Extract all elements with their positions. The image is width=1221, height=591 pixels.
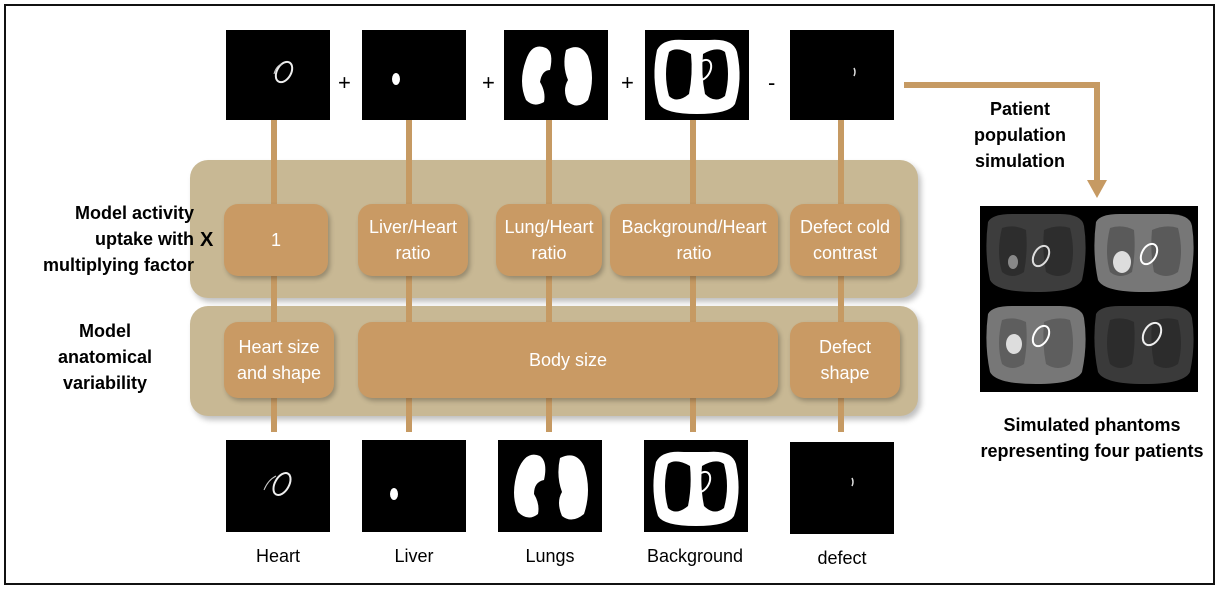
anatomy-label-heart: Heart size and shape (236, 337, 322, 383)
bottom-lungs-image (498, 440, 602, 532)
bottom-label-defect: defect (817, 548, 867, 568)
minus-operator: - (768, 70, 776, 95)
plus-operator-2: + (482, 70, 495, 95)
factor-label-liver: Liver/Heart ratio (368, 217, 458, 263)
plus-operator-3: + (621, 70, 634, 95)
multiply-symbol: X (200, 229, 214, 251)
factor-box-liver: Liver/Heart ratio (358, 204, 468, 276)
bottom-defect-image (790, 442, 894, 534)
top-liver-image (362, 30, 466, 120)
anatomy-box-body: Body size (358, 322, 778, 398)
figure-frame (4, 4, 1215, 585)
connector-horizontal (904, 82, 1100, 88)
factor-box-heart: 1 (224, 204, 328, 276)
anatomy-label-body: Body size (528, 350, 608, 370)
bottom-label-heart: Heart (255, 546, 300, 566)
top-background-image (645, 30, 749, 120)
plus-operator-1: + (338, 70, 351, 95)
factor-box-defect: Defect cold contrast (790, 204, 900, 276)
anatomy-side-label: Model anatomical variability (57, 321, 153, 393)
anatomy-box-heart: Heart size and shape (224, 322, 334, 398)
bottom-heart-image (226, 440, 330, 532)
top-lungs-image (504, 30, 608, 120)
factor-box-background: Background/Heart ratio (610, 204, 778, 276)
bottom-label-lungs: Lungs (525, 546, 575, 566)
bottom-label-liver: Liver (394, 546, 434, 566)
phantoms-grid-image (980, 206, 1198, 392)
activity-side-label: Model activity uptake with multiplying f… (42, 203, 194, 275)
top-heart-image (226, 30, 330, 120)
bottom-liver-image (362, 440, 466, 532)
factor-box-lungs: Lung/Heart ratio (496, 204, 602, 276)
connector-arrow-head (1087, 180, 1107, 198)
factor-label-heart: 1 (270, 230, 281, 250)
factor-label-defect: Defect cold contrast (799, 217, 891, 263)
anatomy-label-defect: Defect shape (818, 337, 872, 383)
top-defect-image (790, 30, 894, 120)
patient-sim-label: Patient population simulation (974, 99, 1066, 171)
connector-vertical (1094, 82, 1100, 182)
phantoms-caption: Simulated phantoms representing four pat… (980, 415, 1204, 461)
bottom-label-background: Background (646, 546, 744, 566)
bottom-background-image (644, 440, 748, 532)
factor-label-background: Background/Heart ratio (621, 217, 767, 263)
anatomy-box-defect: Defect shape (790, 322, 900, 398)
factor-label-lungs: Lung/Heart ratio (504, 217, 594, 263)
